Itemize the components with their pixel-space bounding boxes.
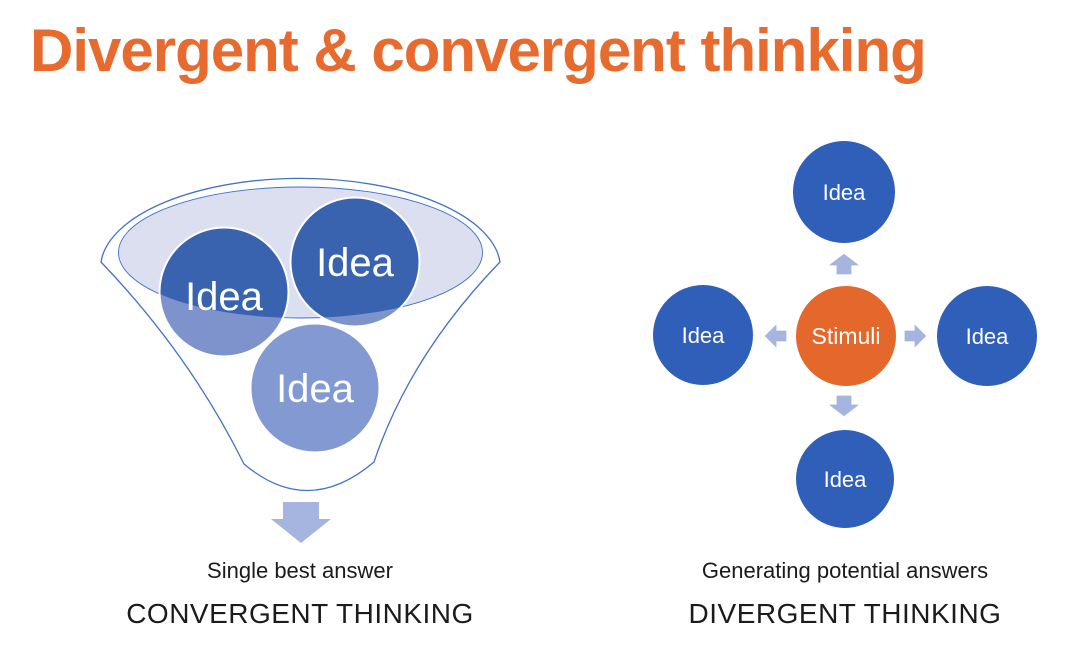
stimuli-label: Stimuli [811,323,880,349]
convergent-captions: Single best answer CONVERGENT THINKING [80,558,520,630]
funnel-idea-label-2: Idea [316,241,395,285]
divergent-caption: Generating potential answers [701,558,989,583]
left-arrow-icon [763,321,788,351]
idea-label-bottom: Idea [824,467,868,492]
funnel-circle-3-ring [249,322,381,454]
divergent-heading: DIVERGENT THINKING [688,598,1002,629]
idea-circle-bottom [796,430,894,528]
idea-circle-right [937,286,1037,386]
funnel-idea-circle-2-dark [290,197,420,318]
funnel-diagram: Idea Idea Idea [100,177,501,543]
stimuli-circle [796,286,896,386]
idea-label-left: Idea [682,323,726,348]
divergent-captions: Generating potential answers DIVERGENT T… [620,558,1070,630]
idea-circle-top [793,141,895,243]
right-arrow-icon [903,321,928,351]
idea-label-top: Idea [823,180,867,205]
convergent-heading: CONVERGENT THINKING [126,598,474,629]
funnel-down-arrow-icon [271,502,331,543]
funnel-circle-1-ring [158,226,290,358]
funnel-idea-label-3: Idea [276,367,355,411]
funnel-circle-2-ring [289,196,421,328]
idea-circle-left [653,285,753,385]
idea-label-right: Idea [966,324,1010,349]
down-arrow-icon [825,394,863,418]
funnel-outline [100,177,501,492]
slide-title: Divergent & convergent thinking [30,17,927,84]
funnel-idea-label-1: Idea [185,275,264,319]
convergent-caption: Single best answer [207,558,393,583]
funnel-idea-circle-3 [250,323,380,453]
up-arrow-icon [825,252,863,276]
funnel-idea-circle-1-dark [159,227,289,318]
radial-diagram: Idea Idea Idea Idea Stimuli [653,141,1037,528]
